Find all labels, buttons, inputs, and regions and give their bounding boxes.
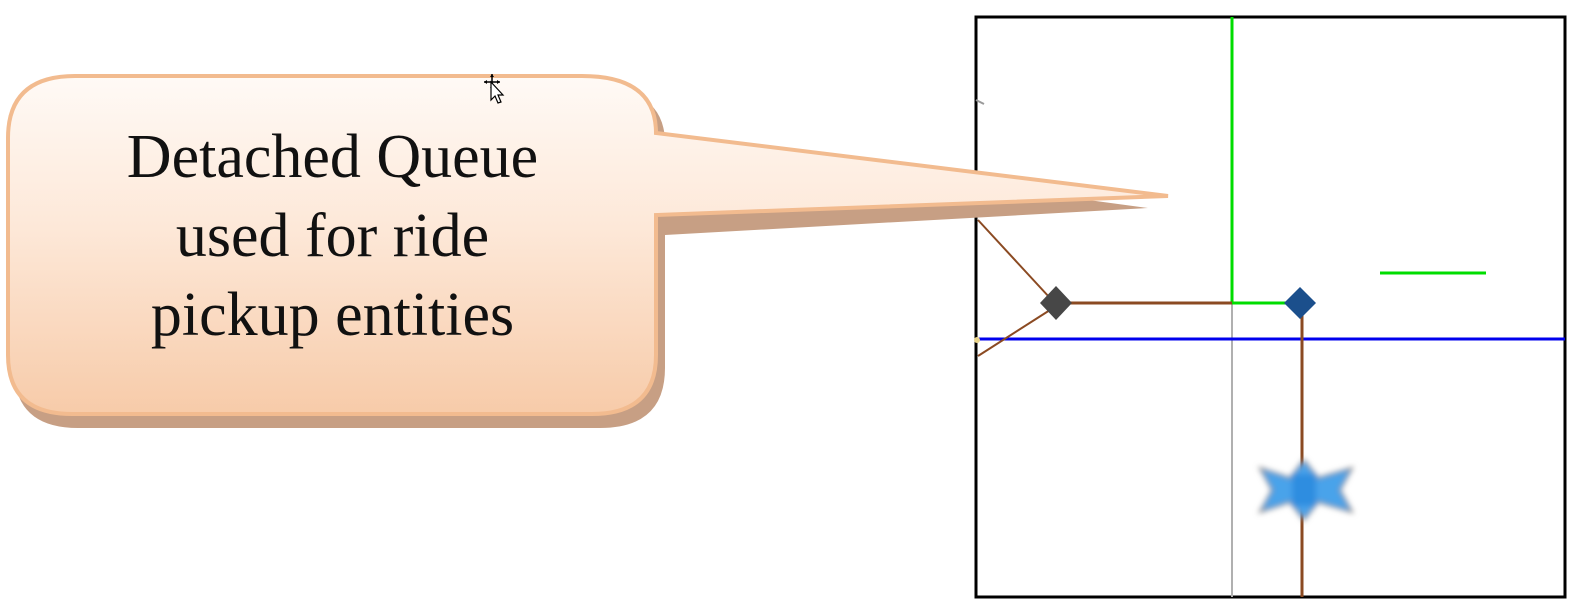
brown-link-lower[interactable] bbox=[977, 309, 1051, 357]
brown-link-upper[interactable] bbox=[977, 219, 1051, 299]
callout-text: Detached Queue used for ride pickup enti… bbox=[60, 118, 605, 355]
node-dark-icon[interactable] bbox=[1040, 286, 1072, 320]
callout-line-3: pickup entities bbox=[150, 281, 515, 349]
mouse-cursor-move-icon bbox=[484, 74, 505, 104]
callout-line-2: used for ride bbox=[175, 202, 490, 270]
edge-tick bbox=[975, 99, 985, 105]
callout-bubble bbox=[6, 74, 1169, 416]
callout-line-1: Detached Queue bbox=[126, 123, 539, 191]
node-blue-icon[interactable] bbox=[1284, 287, 1316, 319]
detached-queue-icon[interactable] bbox=[1257, 458, 1355, 522]
edge-dot bbox=[974, 337, 980, 343]
